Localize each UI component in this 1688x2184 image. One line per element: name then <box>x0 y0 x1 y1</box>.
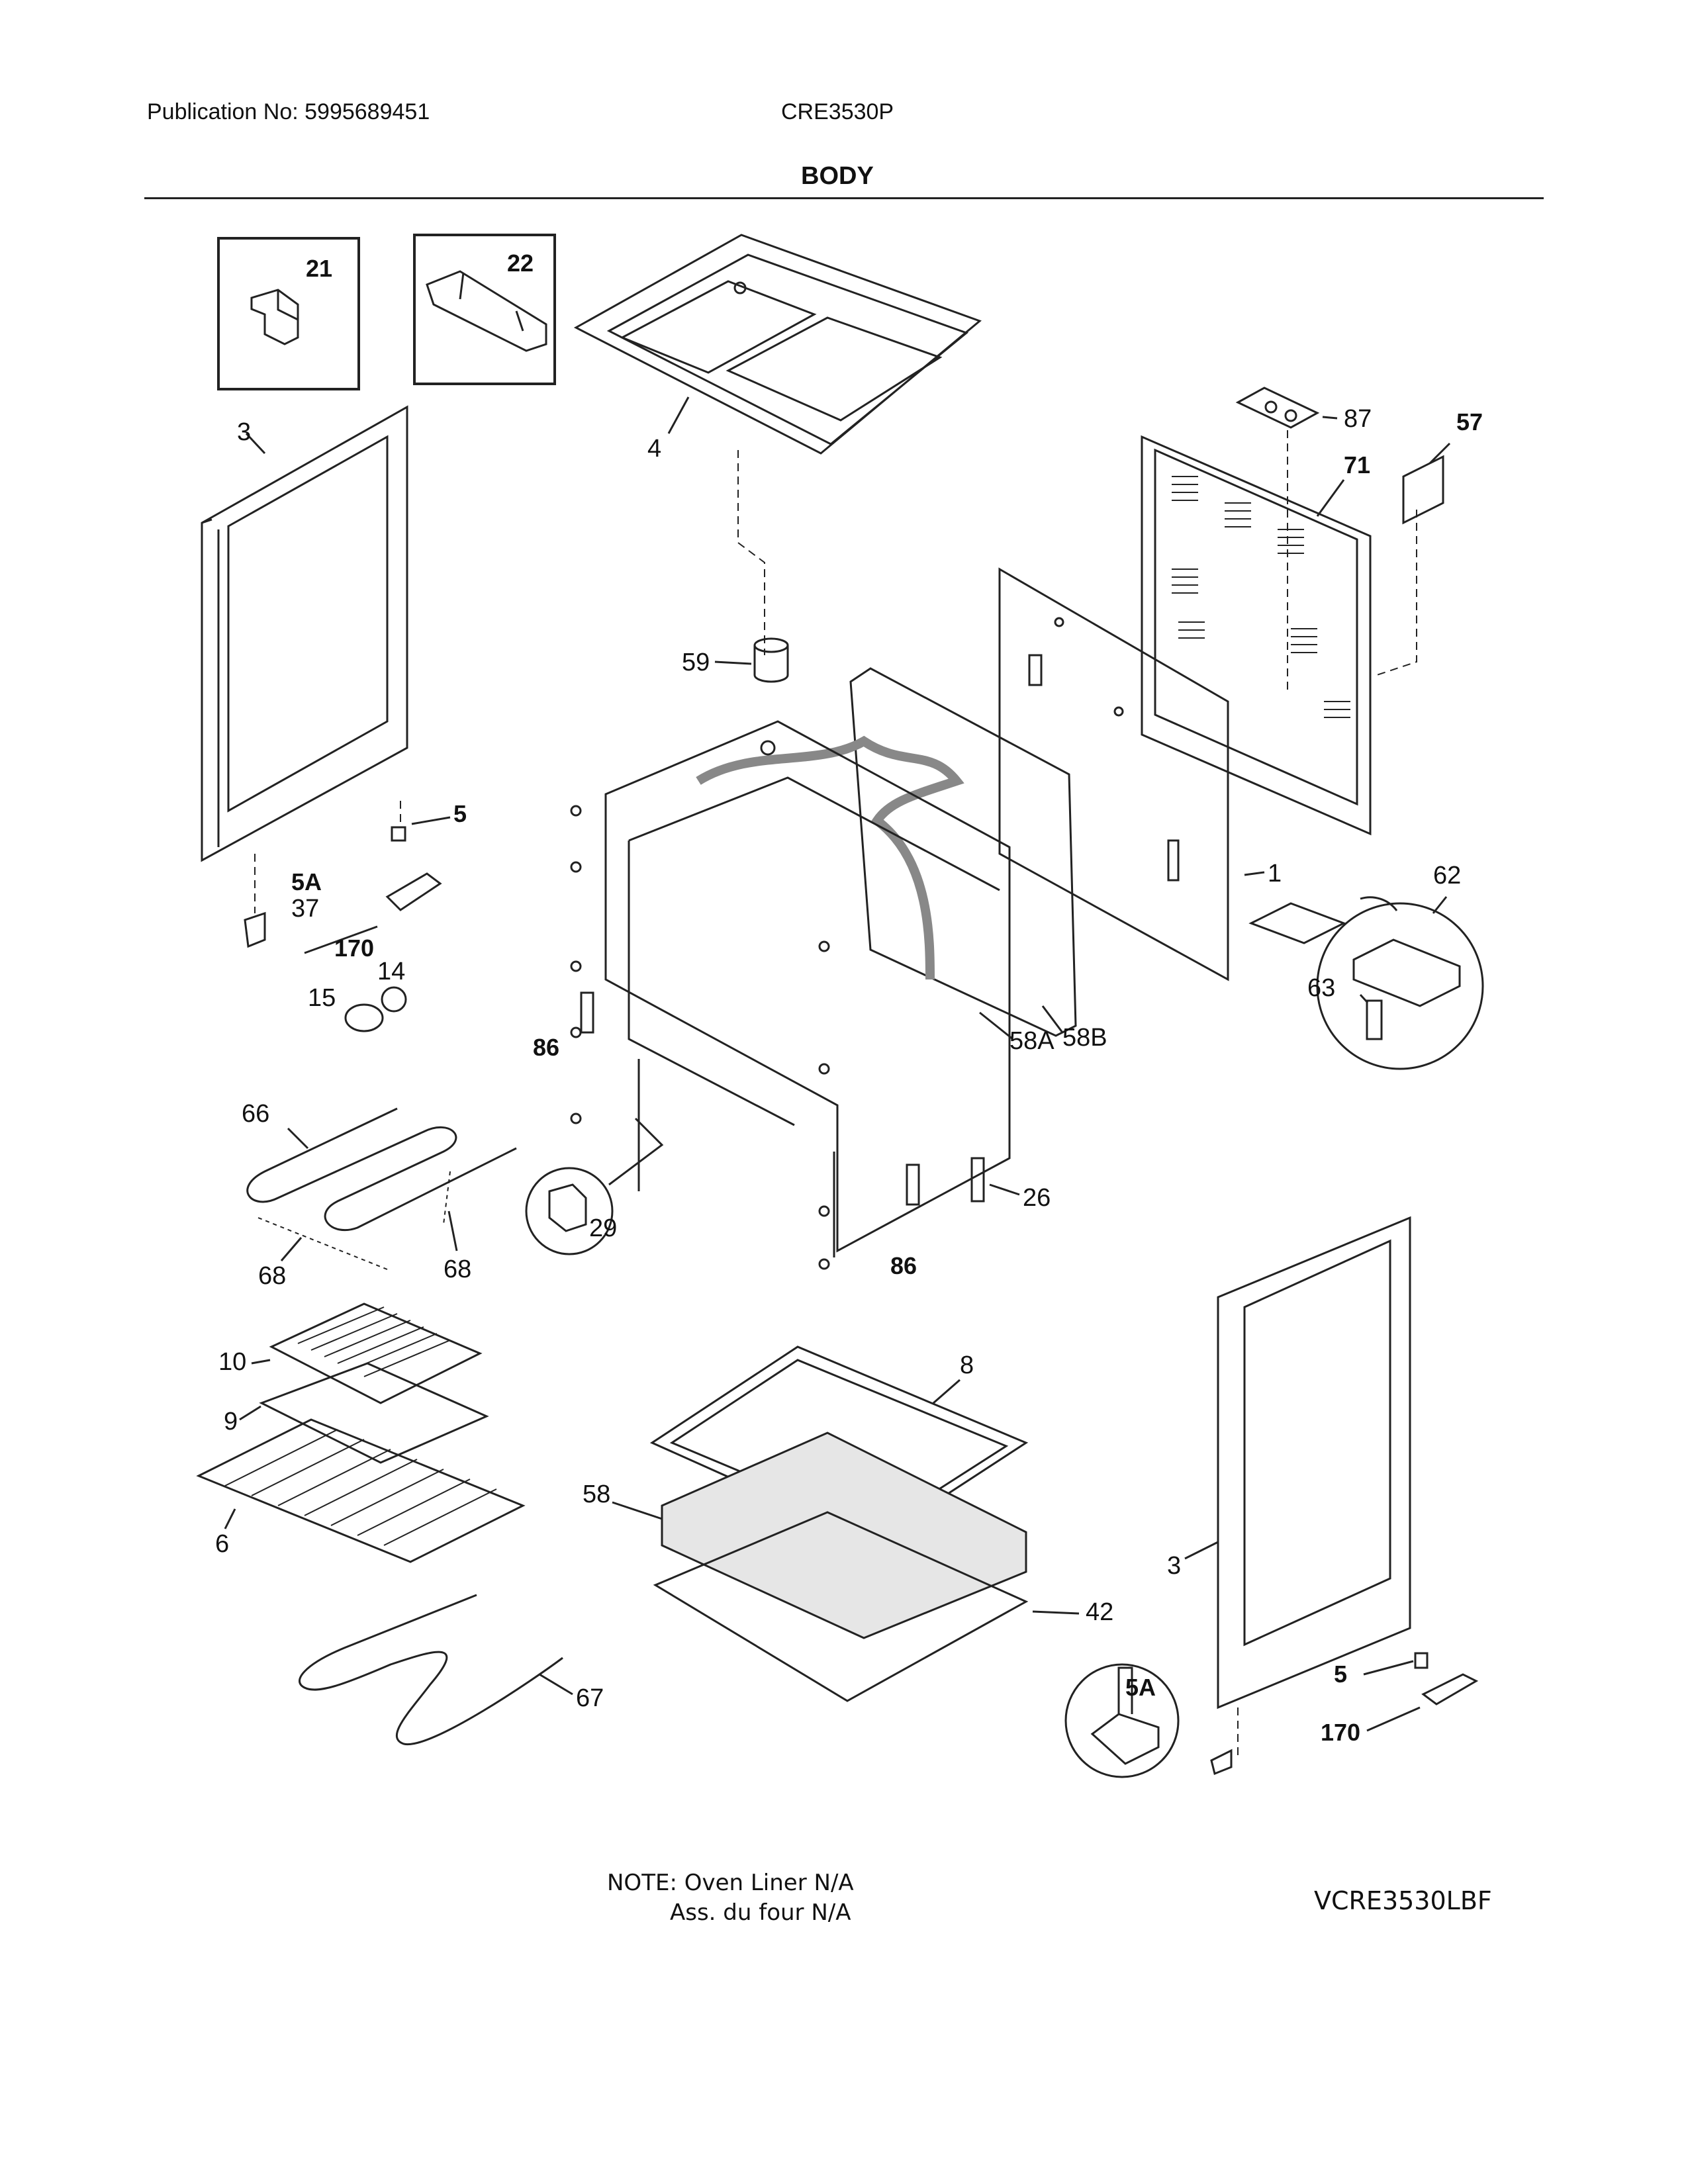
note-line-1: NOTE: Oven Liner N/A <box>607 1870 854 1896</box>
label-3-right: 3 <box>1167 1552 1181 1580</box>
label-5a-right: 5A <box>1125 1674 1156 1701</box>
part-10-broil-pan-insert[interactable]: 10 <box>218 1302 483 1404</box>
label-58: 58 <box>583 1480 610 1508</box>
part-5-hinge-pin-right[interactable]: 5 <box>1334 1652 1429 1688</box>
label-37: 37 <box>291 895 319 923</box>
part-87-vent-plate[interactable]: 87 <box>1235 387 1372 433</box>
part-9-broil-pan[interactable]: 9 <box>224 1362 489 1464</box>
label-5-right: 5 <box>1334 1661 1347 1688</box>
model-number: CRE3530P <box>781 99 894 124</box>
part-58a-58b-insulation[interactable]: 58A 58B <box>696 667 1107 1055</box>
part-59-foot[interactable]: 59 <box>682 637 789 683</box>
leader-line <box>737 450 765 655</box>
label-58a: 58A <box>1009 1027 1055 1055</box>
part-21-inset[interactable]: 21 <box>217 237 360 390</box>
part-oven-cabinet[interactable] <box>604 720 1011 1257</box>
part-3-left-door[interactable]: 3 <box>201 405 408 862</box>
part-62-terminal-block[interactable]: 62 <box>1248 862 1484 1070</box>
mounting-screws <box>570 805 830 1270</box>
label-66: 66 <box>242 1100 269 1128</box>
part-26-bracket[interactable]: 26 <box>970 1157 1051 1212</box>
label-170-right: 170 <box>1321 1719 1360 1746</box>
label-5a-left: 5A <box>291 868 322 895</box>
part-67-bake-element[interactable]: 67 <box>299 1594 604 1746</box>
label-5-left: 5 <box>453 800 467 827</box>
label-9: 9 <box>224 1408 238 1435</box>
part-3-right-door[interactable]: 3 <box>1167 1216 1411 1709</box>
label-21: 21 <box>306 255 332 282</box>
part-5a-hinge-left[interactable]: 5A 37 <box>244 868 322 948</box>
label-68-right: 68 <box>444 1255 471 1283</box>
label-63: 63 <box>1307 974 1335 1002</box>
label-170-left: 170 <box>334 934 374 962</box>
part-170-hinge-bracket-left[interactable]: 170 <box>304 872 442 962</box>
label-71: 71 <box>1344 451 1370 478</box>
part-4-top-panel[interactable]: 4 <box>573 234 982 463</box>
part-57-cover[interactable]: 57 <box>1402 408 1483 525</box>
label-4: 4 <box>647 435 661 463</box>
part-15-lamp-bulb[interactable]: 15 <box>308 984 384 1032</box>
part-71-back-panel[interactable]: 71 <box>1141 435 1372 836</box>
label-26: 26 <box>1023 1184 1051 1212</box>
part-63-bracket[interactable]: 63 <box>1307 974 1383 1040</box>
part-5-hinge-pin-left[interactable]: 5 <box>391 800 467 842</box>
label-10: 10 <box>218 1348 246 1376</box>
part-1-rear-panel[interactable]: 1 <box>998 567 1282 981</box>
label-67: 67 <box>576 1684 604 1712</box>
header-divider <box>144 197 1544 199</box>
label-42: 42 <box>1086 1598 1113 1626</box>
label-6: 6 <box>215 1530 229 1558</box>
label-29: 29 <box>589 1214 617 1242</box>
label-87: 87 <box>1344 405 1372 433</box>
part-86-bracket-lower[interactable]: 86 <box>890 1163 920 1279</box>
label-58b: 58B <box>1062 1024 1107 1052</box>
label-3-left: 3 <box>237 418 251 446</box>
label-86-upper: 86 <box>533 1034 559 1061</box>
label-68-left: 68 <box>258 1262 286 1290</box>
label-62: 62 <box>1433 862 1461 889</box>
part-86-bracket-upper[interactable]: 86 <box>533 991 594 1061</box>
leader-line <box>1376 510 1417 676</box>
label-22: 22 <box>507 250 534 277</box>
part-29-inset[interactable]: 29 <box>525 1117 664 1255</box>
part-170-hinge-bracket-right[interactable]: 170 <box>1321 1673 1479 1746</box>
label-59: 59 <box>682 649 710 676</box>
part-68-shield[interactable]: 68 68 <box>258 1171 471 1290</box>
part-5a-hinge-right[interactable]: 5A <box>1064 1663 1233 1778</box>
part-22-inset[interactable]: 22 <box>413 234 556 385</box>
part-6-oven-rack[interactable]: 6 <box>196 1418 526 1563</box>
part-66-broil-element[interactable]: 66 <box>242 1100 517 1232</box>
label-57: 57 <box>1456 408 1483 435</box>
label-8: 8 <box>960 1351 974 1379</box>
label-14: 14 <box>377 958 405 985</box>
diagram-code: VCRE3530LBF <box>1314 1886 1492 1915</box>
label-86-lower: 86 <box>890 1252 917 1279</box>
part-58-drawer-insulation[interactable]: 58 <box>583 1432 1027 1639</box>
label-15: 15 <box>308 984 336 1012</box>
part-14-lamp-socket[interactable]: 14 <box>377 958 407 1013</box>
publication-number: Publication No: 5995689451 <box>147 99 430 124</box>
page-title: BODY <box>801 162 874 190</box>
note-line-2: Ass. du four N/A <box>670 1899 851 1926</box>
label-1: 1 <box>1268 860 1282 887</box>
part-42-drawer-bottom[interactable]: 42 <box>653 1511 1113 1702</box>
